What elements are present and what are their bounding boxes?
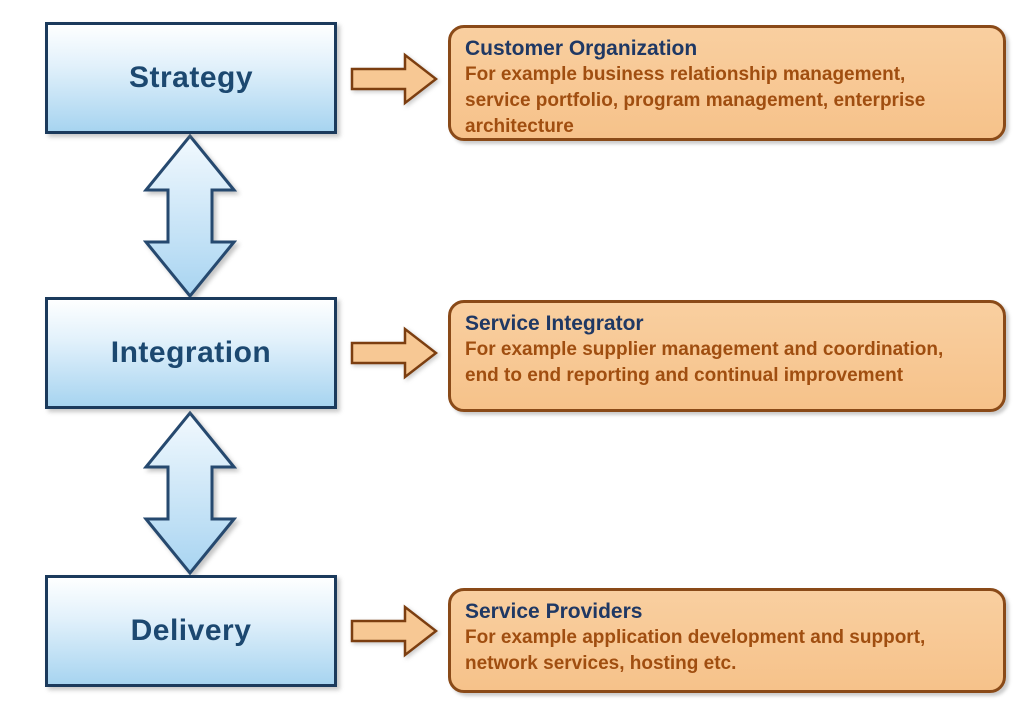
double-vertical-arrow-icon — [143, 410, 237, 576]
detail-card-service-integrator: Service Integrator For example supplier … — [448, 300, 1006, 412]
detail-title: Service Integrator — [465, 312, 644, 335]
stage-box-integration: Integration — [45, 297, 337, 409]
detail-line: For example business relationship manage… — [465, 64, 906, 85]
detail-line: end to end reporting and continual impro… — [465, 365, 904, 386]
detail-card-service-providers: Service Providers For example applicatio… — [448, 588, 1006, 693]
right-arrow-icon — [350, 326, 438, 380]
detail-line: For example supplier management and coor… — [465, 339, 944, 360]
double-vertical-arrow-icon — [143, 133, 237, 299]
right-arrow-icon — [350, 604, 438, 658]
detail-line: For example application development and … — [465, 627, 926, 648]
stage-label-integration: Integration — [110, 336, 272, 369]
stage-box-strategy: Strategy — [45, 22, 337, 134]
detail-title: Service Providers — [465, 600, 643, 623]
detail-line: service portfolio, program management, e… — [465, 90, 926, 111]
detail-title: Customer Organization — [465, 37, 698, 60]
stage-box-delivery: Delivery — [45, 575, 337, 687]
stage-label-strategy: Strategy — [128, 61, 254, 94]
stage-label-delivery: Delivery — [130, 614, 252, 647]
right-arrow-icon — [350, 52, 438, 106]
detail-line: network services, hosting etc. — [465, 653, 737, 674]
detail-card-customer-organization: Customer Organization For example busine… — [448, 25, 1006, 141]
detail-line: architecture — [465, 116, 574, 137]
